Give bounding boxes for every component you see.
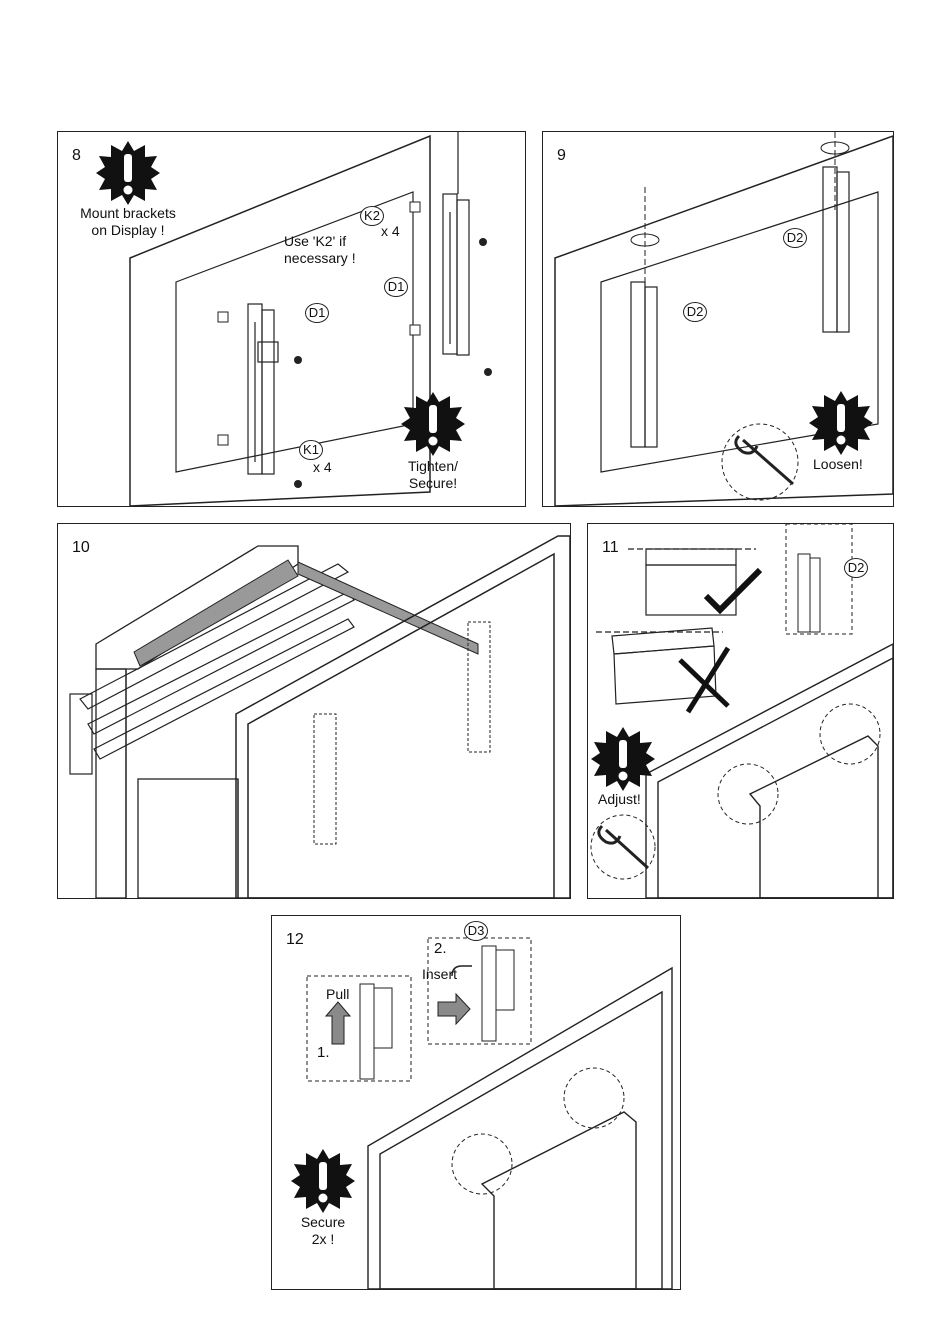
tighten-text: Tighten/ Secure! <box>378 458 488 492</box>
arrow-icon <box>438 994 470 1024</box>
bracket-left <box>631 282 657 447</box>
step-12-panel: 12 D3 2. Insert Pull 1. Secure 2x ! <box>271 915 681 1290</box>
callout-d1-left: D1 <box>305 303 329 323</box>
warning-burst-icon <box>808 390 874 456</box>
brackets-dashed <box>314 622 490 844</box>
callout-d2: D2 <box>844 558 868 578</box>
warning-burst-icon <box>590 726 656 792</box>
display <box>646 644 893 898</box>
step-8-panel: 8 Mount brackets on Display ! Use 'K2' i… <box>57 131 526 507</box>
k2-quantity: x 4 <box>381 223 400 240</box>
arrow-icon <box>326 1002 350 1044</box>
stand <box>96 546 298 898</box>
bracket-right <box>823 167 849 332</box>
k1-quantity: x 4 <box>313 459 332 476</box>
secure-text: Secure 2x ! <box>282 1214 364 1248</box>
note-text: Use 'K2' if necessary ! <box>284 233 384 267</box>
callout-d2-right: D2 <box>783 228 807 248</box>
bracket-d1-left <box>248 304 278 474</box>
warning-burst-icon <box>95 140 161 206</box>
substep-1: 1. <box>317 1044 330 1061</box>
step-10-panel: 10 <box>57 523 571 899</box>
insert-text: Insert <box>422 966 457 983</box>
callout-d3: D3 <box>464 921 488 941</box>
step-number: 8 <box>72 147 81 165</box>
bracket-d1-right <box>443 132 469 355</box>
display <box>368 968 672 1289</box>
callout-d1-right: D1 <box>384 277 408 297</box>
hex-key-icon <box>599 826 648 868</box>
step-9-panel: 9 D2 D2 Loosen! <box>542 131 894 507</box>
cross-mark-icon <box>680 648 728 712</box>
step-11-illustration <box>588 524 893 898</box>
step-11-panel: 11 D2 Adjust! <box>587 523 894 899</box>
callout-d2-left: D2 <box>683 302 707 322</box>
loosen-text: Loosen! <box>813 456 863 473</box>
step-number: 9 <box>557 147 566 165</box>
step-10-illustration <box>58 524 570 898</box>
pull-text: Pull <box>326 986 349 1003</box>
adjust-text: Adjust! <box>598 791 641 808</box>
step-number: 10 <box>72 539 90 557</box>
warning-burst-icon <box>290 1148 356 1214</box>
step-number: 11 <box>602 539 619 557</box>
substep-2: 2. <box>434 940 447 957</box>
check-mark-icon <box>706 570 760 610</box>
step-number: 12 <box>286 931 304 949</box>
warning-text: Mount brackets on Display ! <box>68 205 188 239</box>
warning-burst-icon <box>400 391 466 457</box>
display <box>236 536 570 898</box>
callout-k1: K1 <box>299 440 323 460</box>
